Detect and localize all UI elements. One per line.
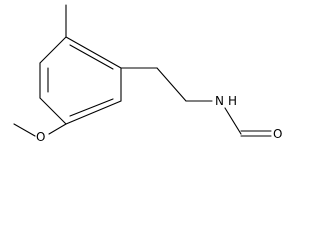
amide-hydrogen-label: H <box>228 94 237 108</box>
methoxy-bond-o-methyl <box>13 123 36 137</box>
ring-double-bond <box>69 44 114 70</box>
methoxy-oxygen-label: O <box>36 130 45 144</box>
ring-bond <box>65 36 122 69</box>
ring-bond <box>39 36 67 64</box>
chain-bond <box>156 67 187 102</box>
ring-bond <box>39 97 67 125</box>
n-c-bond <box>224 107 242 135</box>
benzene-ring <box>39 36 122 125</box>
carbonyl-oxygen-label: O <box>273 127 282 141</box>
structure-diagram: O N H O <box>13 4 282 144</box>
ring-bond <box>65 100 122 125</box>
amide-nitrogen-label: N <box>215 94 224 108</box>
ring-double-bond <box>69 98 114 117</box>
methoxy-bond-ring-o <box>48 123 67 135</box>
